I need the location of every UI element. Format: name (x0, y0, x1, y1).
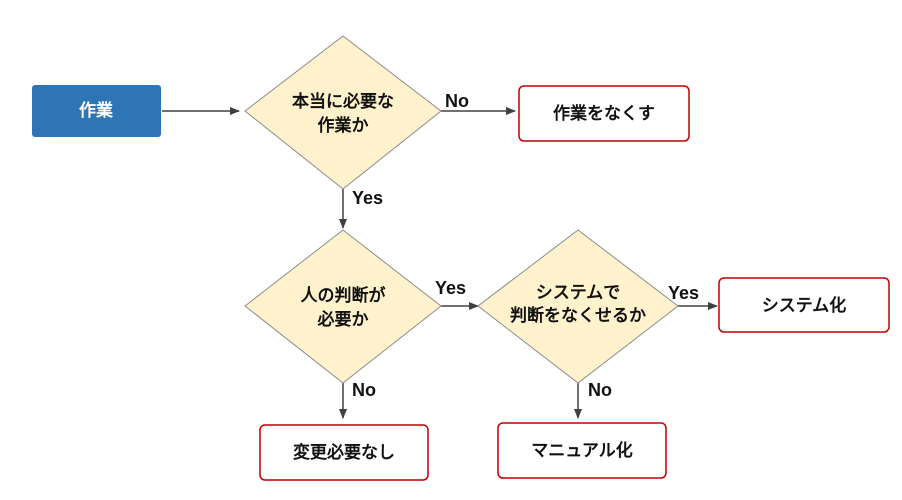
result-systemize-label: システム化 (762, 295, 847, 316)
decision-system (477, 229, 679, 384)
result-no-change-label: 変更必要なし (293, 442, 395, 463)
decision-human (244, 229, 442, 384)
result-manual (497, 422, 667, 479)
decision-necessary-line1: 本当に必要な (292, 91, 394, 112)
edge-label-system-yes: Yes (668, 283, 699, 303)
decision-necessary-line2: 作業か (318, 115, 369, 136)
result-eliminate-label: 作業をなくす (553, 103, 655, 124)
start-node-label: 作業 (79, 100, 113, 121)
start-node (32, 85, 161, 137)
result-systemize (718, 277, 890, 333)
edge-label-human-no: No (352, 380, 376, 400)
edge-label-necessary-yes: Yes (352, 188, 383, 208)
result-no-change (259, 424, 429, 481)
decision-necessary (244, 35, 442, 190)
decision-human-line1: 人の判断が (301, 285, 386, 306)
result-eliminate (518, 85, 690, 142)
edge-label-necessary-no: No (445, 91, 469, 111)
decision-human-line2: 必要か (317, 309, 369, 330)
edge-label-human-yes: Yes (435, 278, 466, 298)
decision-system-line1: システムで (536, 283, 621, 303)
edge-label-system-no: No (588, 380, 612, 400)
decision-system-line2: 判断をなくせるか (510, 305, 646, 326)
result-manual-label: マニュアル化 (531, 440, 633, 461)
